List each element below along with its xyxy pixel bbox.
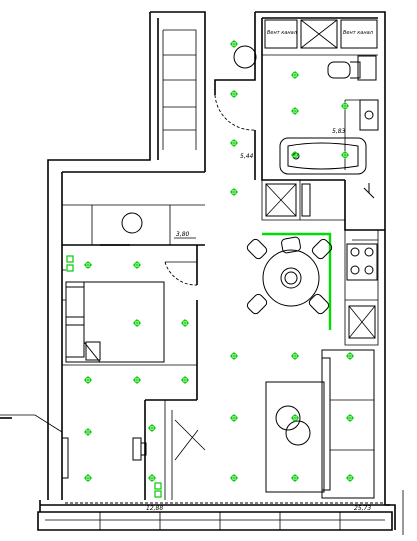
light-fixture-icon	[230, 352, 238, 360]
dining-table-icon	[262, 249, 320, 307]
light-fixture-icon	[291, 107, 299, 115]
living-area-label: 25,73	[354, 505, 371, 512]
toilet-box	[300, 19, 338, 49]
light-fixture-icon	[291, 474, 299, 482]
light-fixture-icon	[148, 474, 156, 482]
round-lamp-icon	[121, 212, 143, 234]
light-fixture-icon	[181, 376, 189, 384]
light-fixtures	[84, 40, 354, 482]
light-fixture-icon	[84, 474, 92, 482]
bedroom: 3,80	[62, 212, 196, 363]
storage-area-label: 3,80	[176, 231, 190, 238]
light-fixture-icon	[230, 188, 238, 196]
light-fixture-icon	[346, 474, 354, 482]
vent-shafts: Вент канал Вент канал	[264, 19, 378, 49]
sink-icon	[359, 99, 379, 131]
vent-right-label: Вент канал	[343, 30, 374, 36]
light-fixture-icon	[133, 261, 141, 269]
vent-shaft-left	[264, 19, 298, 49]
towel-rail-icon	[357, 55, 377, 81]
stove-icon	[346, 243, 378, 281]
dining-set	[246, 232, 333, 330]
light-fixture-icon	[230, 90, 238, 98]
light-fixture-icon	[181, 319, 189, 327]
bathroom-fixtures: 5,83	[233, 45, 379, 175]
vent-shaft-right	[340, 19, 378, 49]
sockets	[66, 255, 162, 498]
sofa-icon	[321, 349, 375, 499]
column-round	[233, 45, 257, 69]
light-fixture-icon	[291, 71, 299, 79]
internal-walls	[61, 18, 385, 500]
outer-walls	[0, 11, 404, 535]
coffee-table-icon	[275, 405, 301, 431]
light-fixture-icon	[341, 151, 349, 159]
light-fixture-icon	[133, 376, 141, 384]
kitchen: 5,44	[240, 153, 378, 339]
light-fixture-icon	[148, 424, 156, 432]
light-fixture-icon	[84, 376, 92, 384]
light-fixture-icon	[346, 352, 354, 360]
fridge-icon	[265, 183, 297, 217]
toilet-icon	[327, 61, 351, 79]
light-fixture-icon	[291, 151, 299, 159]
light-fixture-icon	[84, 261, 92, 269]
light-fixture-icon	[341, 102, 349, 110]
living: 12,88 25,73	[61, 349, 385, 512]
light-fixture-icon	[84, 428, 92, 436]
hall-area-label: 5,44	[240, 153, 254, 160]
light-fixture-icon	[230, 139, 238, 147]
light-fixture-icon	[291, 414, 299, 422]
light-fixture-icon	[230, 474, 238, 482]
vent-left-label: Вент канал	[267, 30, 298, 36]
light-fixture-icon	[230, 414, 238, 422]
rug-icon	[265, 381, 325, 493]
armchair-icon	[132, 437, 142, 461]
light-fixture-icon	[133, 319, 141, 327]
bath-area-label: 5,83	[332, 128, 346, 135]
oven-icon	[348, 305, 376, 339]
faucet-icon	[363, 183, 375, 199]
light-fixture-icon	[291, 352, 299, 360]
main-area-label: 12,88	[146, 505, 163, 512]
light-fixture-icon	[230, 40, 238, 48]
light-fixture-icon	[346, 414, 354, 422]
radiator-icon	[61, 437, 69, 479]
bed-icon	[65, 281, 165, 363]
bathtub-icon	[279, 137, 367, 175]
